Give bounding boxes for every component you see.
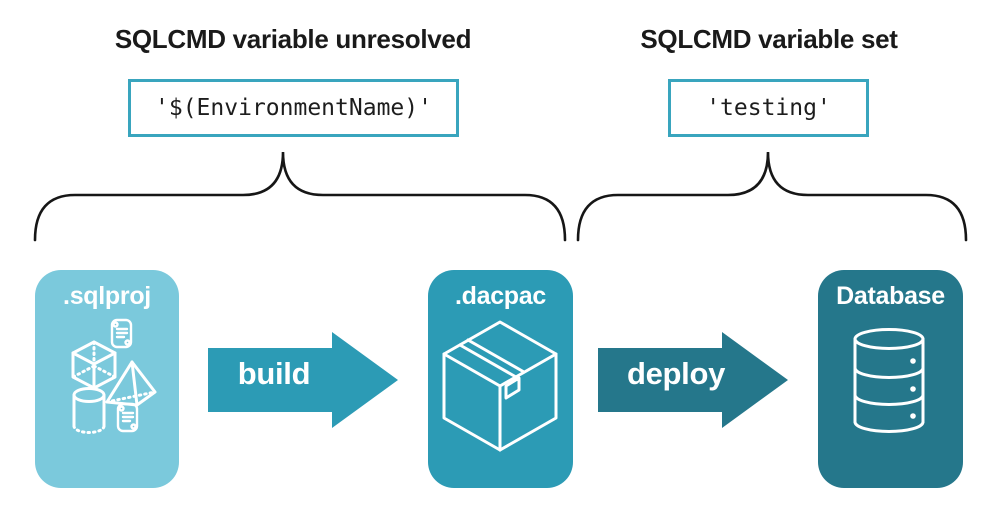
code-box-environment-variable: '$(EnvironmentName)' [128,79,459,137]
code-testing-value: 'testing' [706,95,831,121]
build-arrow [208,332,398,428]
cube-icon [71,340,117,390]
build-arrow-label: build [237,356,311,391]
script-icon [116,402,139,433]
node-sqlproj: .sqlproj [35,270,179,488]
curly-brace-right [576,151,968,242]
node-dacpac-label: .dacpac [454,282,546,310]
pyramid-icon [105,360,157,407]
curly-brace-left [33,151,567,242]
deploy-arrow [598,332,788,428]
sql-objects-icon-cluster [71,318,157,434]
code-box-testing-value: 'testing' [668,79,869,137]
script-icon [110,318,133,349]
code-environment-variable: '$(EnvironmentName)' [155,95,432,121]
cylinder-icon [72,387,106,434]
deploy-arrow-label: deploy [626,356,726,391]
node-dacpac: .dacpac [428,270,573,488]
node-sqlproj-label: .sqlproj [63,282,151,310]
heading-sqlcmd-set: SQLCMD variable set [640,24,898,54]
database-icon [853,328,925,433]
node-database-label: Database [836,282,945,310]
heading-sqlcmd-unresolved: SQLCMD variable unresolved [114,24,472,54]
package-icon [442,320,558,452]
node-database: Database [818,270,963,488]
